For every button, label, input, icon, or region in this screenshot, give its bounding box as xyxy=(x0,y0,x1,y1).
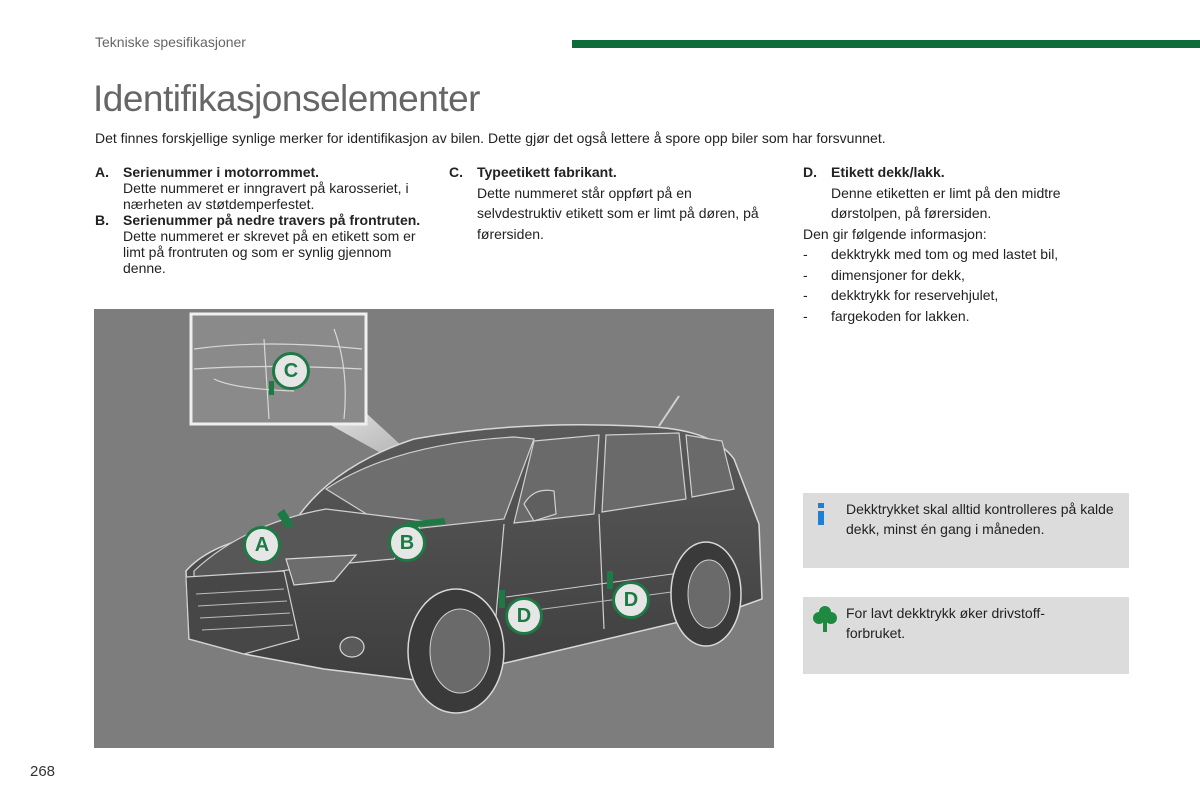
item-a-body: Dette nummeret er inngravert på karosser… xyxy=(123,180,409,212)
items-column-c: C. Typeetikett fabrikant. Dette nummeret… xyxy=(449,162,769,244)
list-item: -fargekoden for lakken. xyxy=(803,307,970,324)
eco-note: For lavt dekktrykk øker drivstoff-forbru… xyxy=(803,597,1129,674)
figure-label-a: A xyxy=(243,526,281,564)
info-icon xyxy=(813,501,829,532)
rear-wheel xyxy=(670,541,742,647)
list-item: -dimensjoner for dekk, xyxy=(803,266,965,283)
front-wheel xyxy=(407,588,505,714)
item-d-body: Denne etiketten er limt på den midtre dø… xyxy=(831,184,1061,222)
figure-label-d2: D xyxy=(612,581,650,619)
section-title: Tekniske spesifikasjoner xyxy=(95,34,246,50)
car-illustration xyxy=(185,312,763,714)
item-c-body: Dette nummeret står oppført på en selvde… xyxy=(477,184,759,242)
clover-icon xyxy=(813,605,837,638)
header-accent-bar xyxy=(572,40,1200,48)
item-c: C. Typeetikett fabrikant. Dette nummeret… xyxy=(449,162,769,244)
item-b-heading: Serienummer på nedre travers på frontrut… xyxy=(123,212,421,228)
eco-note-text: For lavt dekktrykk øker drivstoff-forbru… xyxy=(846,605,1045,641)
page-title: Identifikasjonselementer xyxy=(93,78,481,119)
item-d-info-list: -dekktrykk med tom og med lastet bil, -d… xyxy=(803,244,1123,326)
item-b-letter: B. xyxy=(95,212,109,228)
page-number: 268 xyxy=(30,763,56,780)
info-note: Dekktrykket skal alltid kontrolleres på … xyxy=(803,493,1129,568)
figure-label-d1: D xyxy=(505,597,543,635)
figure-label-b: B xyxy=(388,524,426,562)
item-a-heading: Serienummer i motorrommet. xyxy=(123,164,320,180)
item-d: D. Etikett dekk/lakk. Denne etiketten er… xyxy=(803,162,1123,224)
items-column-d: D. Etikett dekk/lakk. Denne etiketten er… xyxy=(803,162,1123,326)
item-b: B. Serienummer på nedre travers på front… xyxy=(95,212,435,276)
list-item: -dekktrykk for reservehjulet, xyxy=(803,287,999,303)
car-identification-figure: C A B D D xyxy=(94,309,774,748)
figure-label-c: C xyxy=(272,352,310,390)
car-body xyxy=(185,395,763,714)
info-note-text: Dekktrykket skal alltid kontrolleres på … xyxy=(846,501,1114,537)
item-d-info-intro: Den gir følgende informasjon: xyxy=(803,225,987,242)
item-b-body: Dette nummeret er skrevet på en etikett … xyxy=(123,228,416,276)
item-c-letter: C. xyxy=(449,164,463,180)
item-d-heading: Etikett dekk/lakk. xyxy=(831,164,945,180)
item-d-letter: D. xyxy=(803,164,817,180)
list-item: -dekktrykk med tom og med lastet bil, xyxy=(803,246,1059,262)
item-a: A. Serienummer i motorrommet. Dette numm… xyxy=(95,164,435,212)
item-a-letter: A. xyxy=(95,164,109,180)
item-c-heading: Typeetikett fabrikant. xyxy=(477,164,617,180)
intro-text: Det finnes forskjellige synlige merker f… xyxy=(95,130,886,146)
items-column-ab: A. Serienummer i motorrommet. Dette numm… xyxy=(95,164,435,276)
